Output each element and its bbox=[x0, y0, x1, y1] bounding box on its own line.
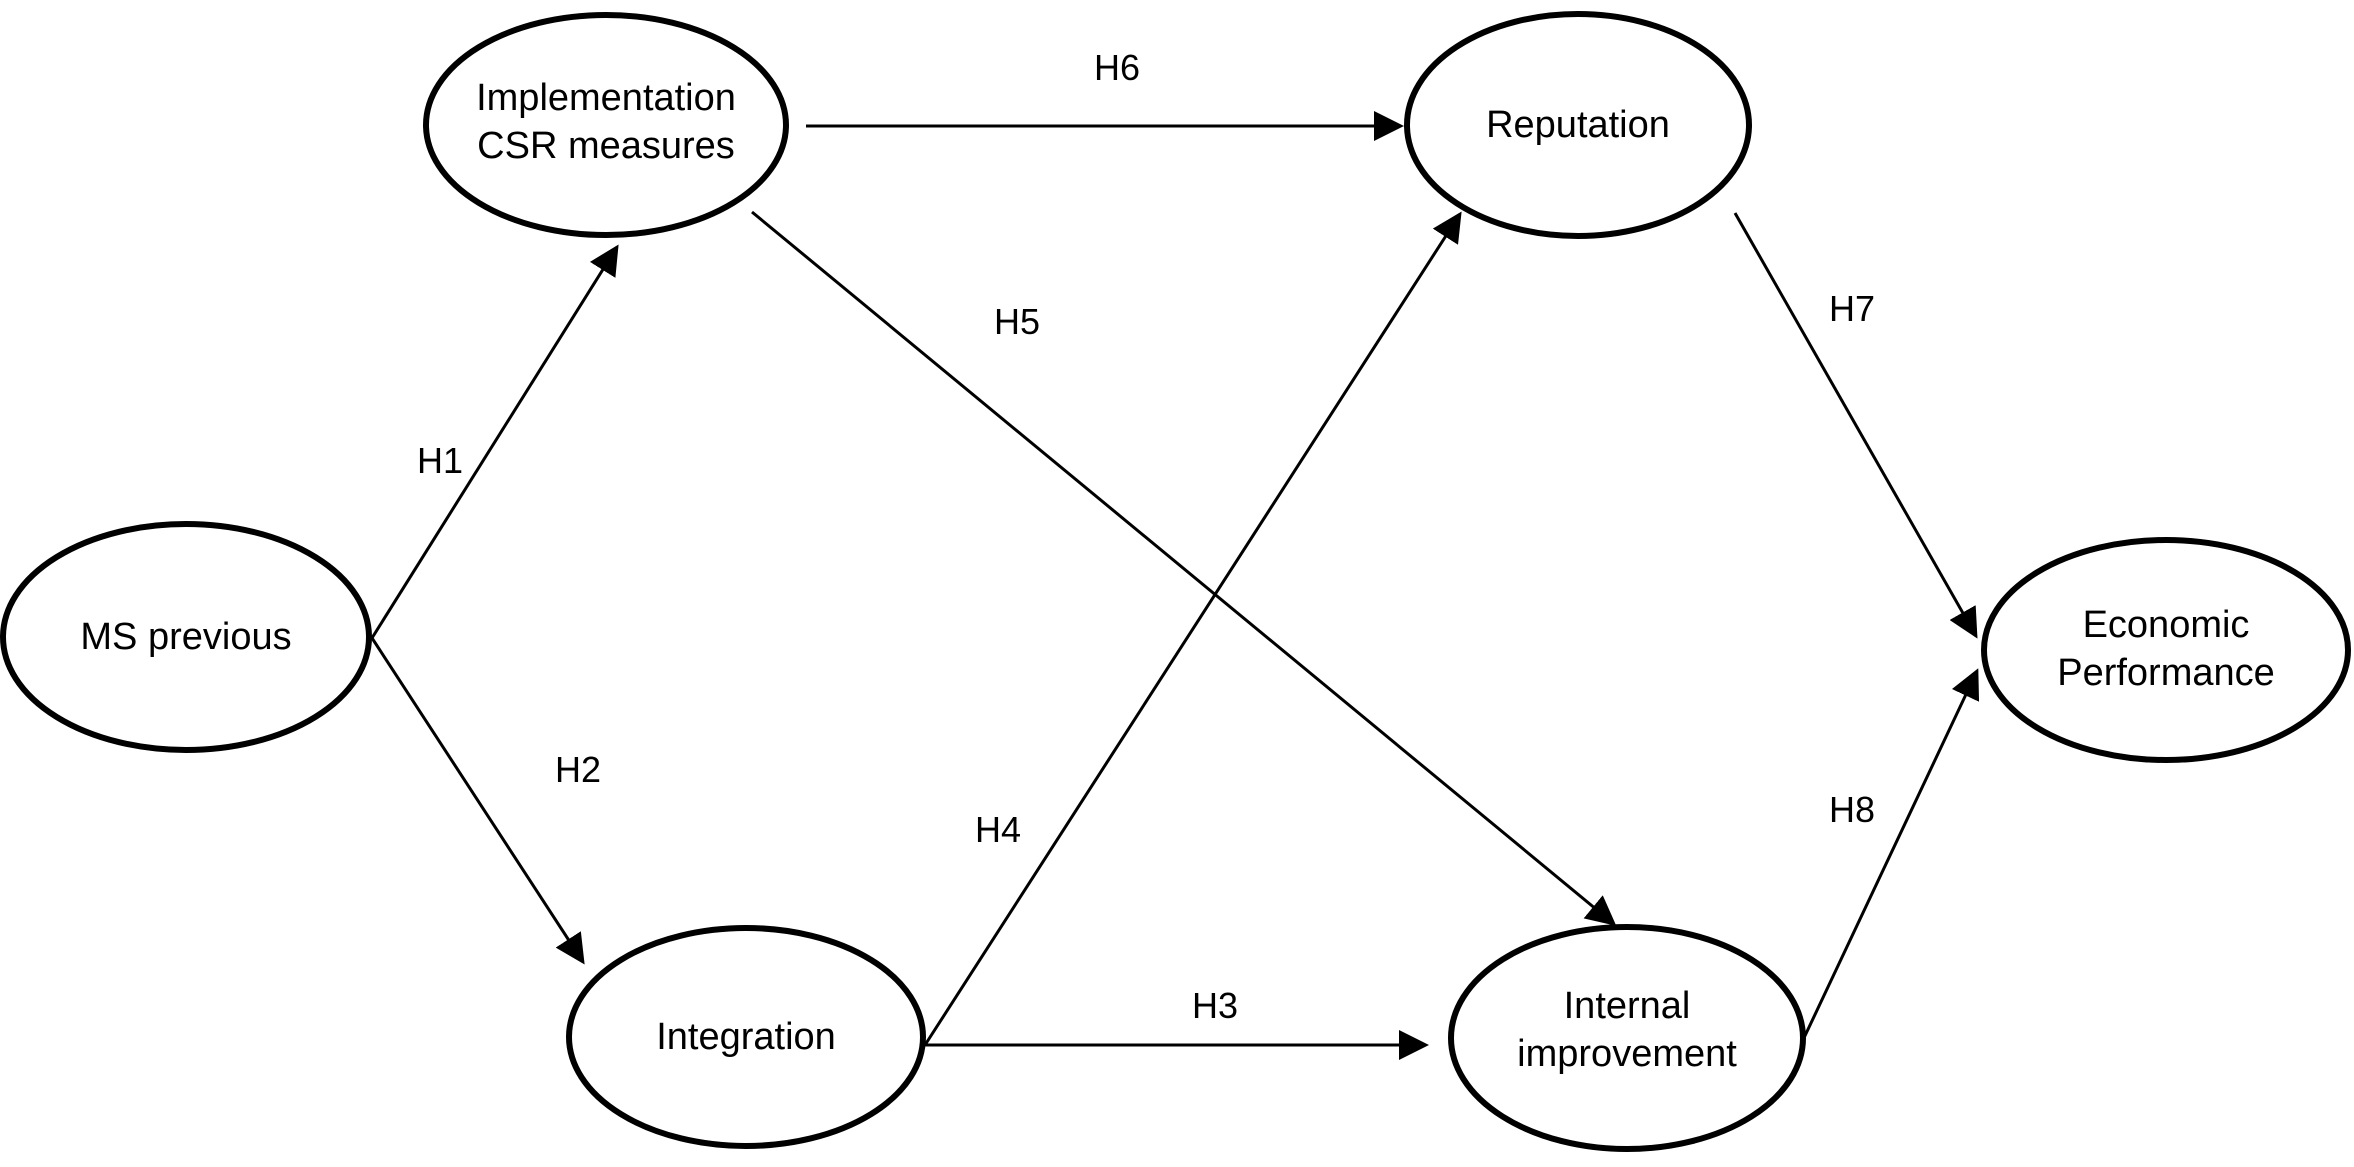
node-label-line-2: improvement bbox=[1517, 1033, 1737, 1075]
node-implementation-csr-measures: Implementation CSR measures bbox=[423, 12, 789, 238]
node-label-line-2: CSR measures bbox=[477, 125, 735, 167]
node-economic-performance: Economic Performance bbox=[1981, 537, 2351, 763]
edge-h6: H6 bbox=[806, 47, 1404, 141]
node-internal-improvement: Internal improvement bbox=[1448, 924, 1806, 1152]
node-ms-previous: MS previous bbox=[0, 521, 372, 753]
edge-label-h6: H6 bbox=[1094, 47, 1140, 88]
node-label-line-1: Implementation bbox=[476, 77, 736, 119]
edge-label-h2: H2 bbox=[555, 749, 601, 790]
node-label-line-2: Performance bbox=[2057, 652, 2275, 694]
node-label-line-1: Internal bbox=[1564, 985, 1691, 1027]
edge-label-h7: H7 bbox=[1829, 288, 1875, 329]
edge-label-h5: H5 bbox=[994, 301, 1040, 342]
edge-label-h1: H1 bbox=[417, 440, 463, 481]
edge-label-h4: H4 bbox=[975, 809, 1021, 850]
node-integration: Integration bbox=[566, 925, 926, 1149]
edge-label-h3: H3 bbox=[1192, 985, 1238, 1026]
edge-h4: H4 bbox=[923, 211, 1462, 1046]
node-label: Reputation bbox=[1486, 104, 1670, 146]
edge-h3: H3 bbox=[925, 985, 1429, 1060]
edge-h7: H7 bbox=[1733, 212, 1978, 639]
edge-h8: H8 bbox=[1801, 668, 1980, 1041]
edge-h2: H2 bbox=[370, 637, 601, 965]
node-label: Integration bbox=[656, 1016, 836, 1058]
node-label-line-1: Economic bbox=[2083, 604, 2250, 646]
edge-h1: H1 bbox=[370, 244, 619, 639]
node-reputation: Reputation bbox=[1404, 11, 1752, 239]
edge-h5: H5 bbox=[751, 210, 1617, 926]
node-label: MS previous bbox=[80, 616, 291, 658]
edge-label-h8: H8 bbox=[1829, 789, 1875, 830]
